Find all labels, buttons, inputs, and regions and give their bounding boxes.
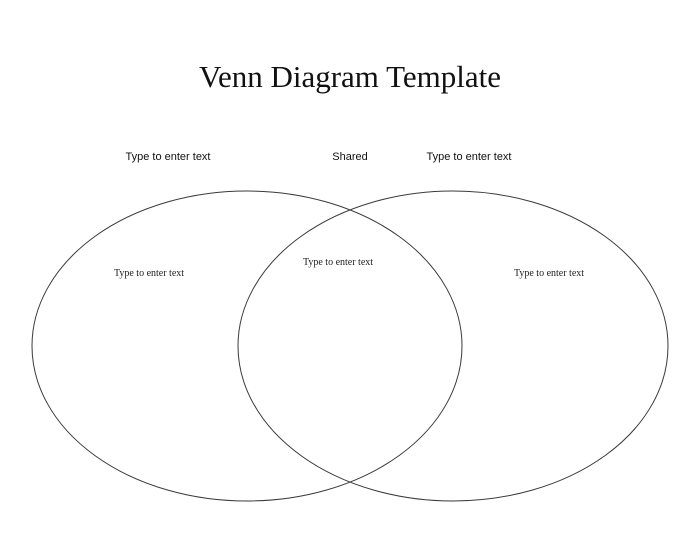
left-set-header[interactable]: Type to enter text — [125, 151, 211, 163]
right-set-header[interactable]: Type to enter text — [426, 151, 512, 163]
shared-region-text[interactable]: Type to enter text — [302, 257, 374, 268]
shared-header: Shared — [332, 151, 368, 163]
right-circle — [237, 190, 669, 502]
left-circle — [31, 190, 463, 502]
page-title: Venn Diagram Template — [199, 59, 501, 94]
left-region-text[interactable]: Type to enter text — [113, 268, 185, 279]
right-region-text[interactable]: Type to enter text — [513, 268, 585, 279]
